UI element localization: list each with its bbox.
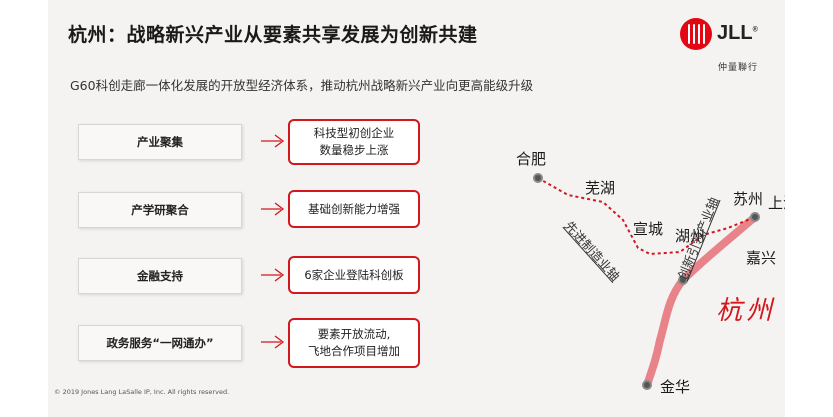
city-wuhu: 芜湖 bbox=[585, 179, 616, 197]
city-jiaxing: 嘉兴 bbox=[746, 249, 777, 267]
factor-box-finance: 金融支持 bbox=[78, 258, 242, 294]
jll-logo-mark-icon bbox=[680, 18, 712, 50]
city-xuancheng: 宣城 bbox=[633, 220, 664, 238]
jll-logo-subtext: 仲量聯行 bbox=[718, 63, 759, 73]
jll-logo-text: JLL® bbox=[717, 22, 758, 44]
factor-box-industry-academia: 产学研聚合 bbox=[78, 192, 242, 228]
node-shanghai bbox=[750, 212, 760, 222]
node-hefei bbox=[533, 173, 543, 183]
result-box-star-market: 6家企业登陆科创板 bbox=[288, 256, 420, 294]
page-title: 杭州：战略新兴产业从要素共享发展为创新共建 bbox=[68, 24, 478, 46]
city-hefei: 合肥 bbox=[516, 150, 547, 168]
result-line: 数量稳步上涨 bbox=[319, 143, 389, 157]
g60-corridor-map: 合肥 芜湖 宣城 湖州 苏州 上海 嘉兴 金华 杭州 先进制造业轴 创新引领产业… bbox=[428, 130, 785, 417]
city-hangzhou: 杭州 bbox=[716, 296, 777, 326]
city-shanghai: 上海 bbox=[768, 194, 785, 212]
arrow-icon bbox=[261, 268, 285, 282]
page-subtitle: G60科创走廊一体化发展的开放型经济体系，推动杭州战略新兴产业向更高能级升级 bbox=[70, 78, 534, 93]
factor-box-government-services: 政务服务“一网通办” bbox=[78, 325, 242, 361]
city-huzhou: 湖州 bbox=[675, 227, 706, 245]
result-line: 飞地合作项目增加 bbox=[308, 344, 400, 358]
result-line: 科技型初创企业 bbox=[313, 126, 395, 140]
result-line: 要素开放流动, bbox=[317, 327, 391, 341]
city-suzhou: 苏州 bbox=[733, 190, 764, 208]
corridor-lines bbox=[533, 173, 760, 390]
innovation-axis-line bbox=[643, 213, 759, 389]
arrow-icon bbox=[261, 134, 285, 148]
copyright-footer: © 2019 Jones Lang LaSalle IP, Inc. All r… bbox=[54, 388, 230, 396]
result-box-factor-flow: 要素开放流动, 飞地合作项目增加 bbox=[288, 318, 420, 368]
jll-logo: JLL® 仲量聯行 bbox=[680, 18, 770, 78]
arrow-icon bbox=[261, 335, 285, 349]
node-jinhua bbox=[642, 380, 652, 390]
city-jinhua: 金华 bbox=[660, 378, 691, 396]
result-box-innovation: 基础创新能力增强 bbox=[288, 190, 420, 228]
arrow-icon bbox=[261, 202, 285, 216]
node-hangzhou bbox=[678, 275, 688, 285]
result-line: 6家企业登陆科创板 bbox=[304, 267, 404, 282]
result-box-startups: 科技型初创企业 数量稳步上涨 bbox=[288, 119, 420, 165]
result-line: 基础创新能力增强 bbox=[308, 201, 400, 216]
slide: 杭州：战略新兴产业从要素共享发展为创新共建 G60科创走廊一体化发展的开放型经济… bbox=[48, 0, 785, 417]
factor-box-industry-cluster: 产业聚集 bbox=[78, 124, 242, 160]
